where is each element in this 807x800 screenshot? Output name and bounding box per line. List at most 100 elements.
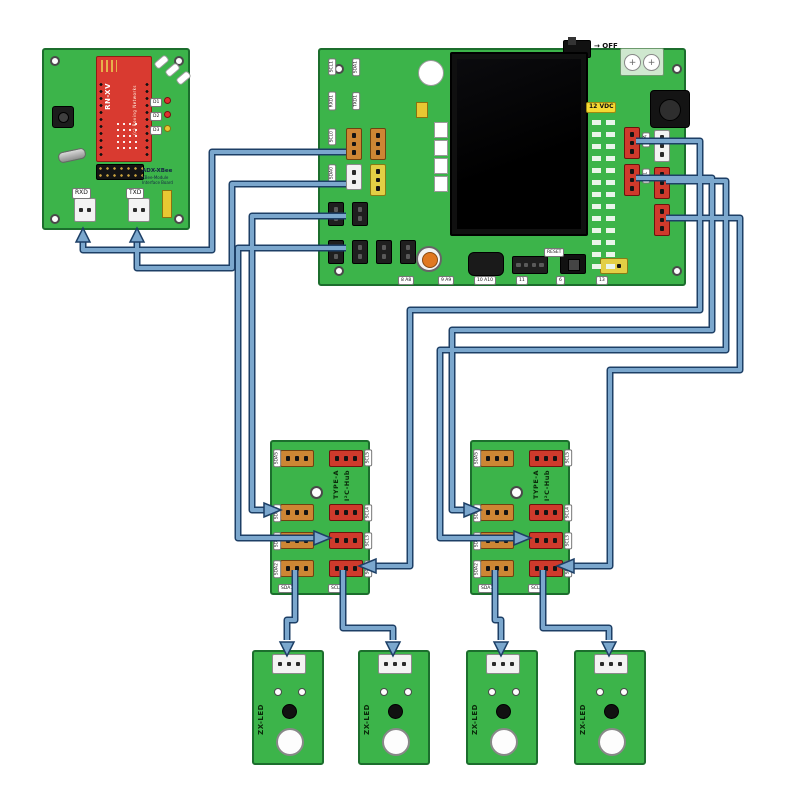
signal-connector bbox=[594, 654, 628, 674]
pin bbox=[78, 207, 84, 213]
pin bbox=[375, 177, 381, 183]
pin bbox=[617, 661, 623, 667]
signal-connector bbox=[486, 654, 520, 674]
pin bbox=[659, 189, 665, 194]
pin bbox=[333, 245, 339, 250]
solder-pad bbox=[512, 688, 520, 696]
switch-lever bbox=[568, 37, 576, 45]
terminal-block: + + bbox=[620, 48, 664, 76]
hub-title-2: TYPE-A bbox=[332, 470, 340, 500]
port-label: SCL3 bbox=[564, 532, 573, 550]
pin bbox=[132, 207, 138, 213]
pin bbox=[485, 510, 491, 515]
hub-port-sda4 bbox=[480, 504, 514, 521]
pin bbox=[303, 566, 309, 571]
pin-label: 9 A9 bbox=[438, 276, 455, 286]
mounting-hole bbox=[50, 56, 60, 66]
dc-jack bbox=[650, 90, 690, 128]
header-3pin-white bbox=[654, 130, 670, 162]
solder-pad bbox=[175, 70, 192, 86]
mounting-hole bbox=[174, 56, 184, 66]
port-label: SCL4 bbox=[564, 504, 573, 522]
pin bbox=[629, 140, 635, 146]
jumper-3pin-yellow bbox=[370, 164, 386, 196]
board-name: ZX-LED bbox=[257, 704, 265, 735]
pin bbox=[285, 538, 291, 543]
hub-port-scl4 bbox=[329, 504, 363, 521]
port-label: SCL4 bbox=[364, 504, 373, 522]
pin bbox=[534, 456, 540, 461]
solder-pad bbox=[620, 688, 628, 696]
rxd-label: RXD bbox=[72, 188, 91, 199]
pin bbox=[333, 216, 339, 221]
led-label-d1: D1 bbox=[150, 98, 163, 108]
header-2pin-black bbox=[328, 202, 344, 226]
pad-label bbox=[434, 158, 448, 174]
pin bbox=[351, 179, 357, 184]
pin bbox=[659, 172, 665, 177]
hub-port-sda4 bbox=[280, 504, 314, 521]
lcd-display bbox=[450, 52, 588, 236]
board-name: ADX-XBee bbox=[142, 168, 173, 174]
led-red-1 bbox=[164, 97, 171, 104]
pin-label: 10 A10 bbox=[474, 276, 496, 286]
solder-pad bbox=[404, 688, 412, 696]
pin bbox=[285, 510, 291, 515]
pin bbox=[334, 538, 340, 543]
mounting-hole bbox=[310, 486, 323, 499]
pad-label bbox=[434, 140, 448, 156]
board-name: ZX-LED bbox=[471, 704, 479, 735]
hub-port-sda2 bbox=[280, 560, 314, 577]
pin bbox=[401, 661, 407, 667]
pin bbox=[357, 216, 363, 221]
pin bbox=[543, 538, 549, 543]
pin bbox=[375, 150, 381, 155]
hub-port-scl5 bbox=[529, 450, 563, 467]
signal-connector bbox=[272, 654, 306, 674]
pin bbox=[303, 456, 309, 461]
port-label: SDA1 bbox=[478, 584, 497, 594]
hub-port-scl5 bbox=[329, 450, 363, 467]
pin bbox=[375, 186, 381, 191]
solder-pad bbox=[596, 688, 604, 696]
mounting-hole bbox=[672, 64, 682, 74]
port-label: SDA1 bbox=[352, 58, 361, 77]
pin bbox=[599, 661, 605, 667]
pin bbox=[405, 245, 411, 250]
solder-pad bbox=[274, 688, 282, 696]
pin bbox=[357, 245, 363, 250]
hub-port-sda3 bbox=[280, 532, 314, 549]
pin bbox=[534, 566, 540, 571]
pin bbox=[543, 510, 549, 515]
pin-label: 8 A8 bbox=[398, 276, 415, 286]
pin bbox=[659, 217, 665, 223]
rn-xv-module: RN-XV (c) Roving Networks bbox=[96, 56, 152, 162]
pin bbox=[343, 510, 349, 515]
zx-led-board-3: ZX-LED bbox=[466, 650, 538, 765]
hub-title-1: I²C-Hub bbox=[343, 470, 351, 502]
reset-cap bbox=[568, 259, 580, 271]
pin bbox=[351, 141, 357, 147]
pin bbox=[500, 661, 506, 667]
power-label: 12 VDC bbox=[586, 102, 617, 113]
pin bbox=[659, 180, 665, 186]
mounting-hole bbox=[490, 728, 518, 756]
pin bbox=[509, 661, 515, 667]
led-dome bbox=[496, 704, 511, 719]
pad-label bbox=[434, 122, 448, 138]
header-2pin-black bbox=[328, 240, 344, 264]
pin bbox=[659, 226, 665, 231]
port-label: TXD1 bbox=[352, 92, 361, 111]
jumper-3pin-orange bbox=[346, 128, 362, 160]
led-yellow bbox=[164, 125, 171, 132]
mounting-hole bbox=[510, 486, 523, 499]
signal-connector bbox=[378, 654, 412, 674]
board-silkscreen: ADX-XBee XBee-Module Interface Board bbox=[142, 168, 190, 185]
header-2pin-black bbox=[352, 202, 368, 226]
pin bbox=[552, 538, 558, 543]
pin bbox=[629, 177, 635, 183]
pin bbox=[485, 538, 491, 543]
pin bbox=[334, 566, 340, 571]
jack-barrel bbox=[659, 99, 681, 121]
